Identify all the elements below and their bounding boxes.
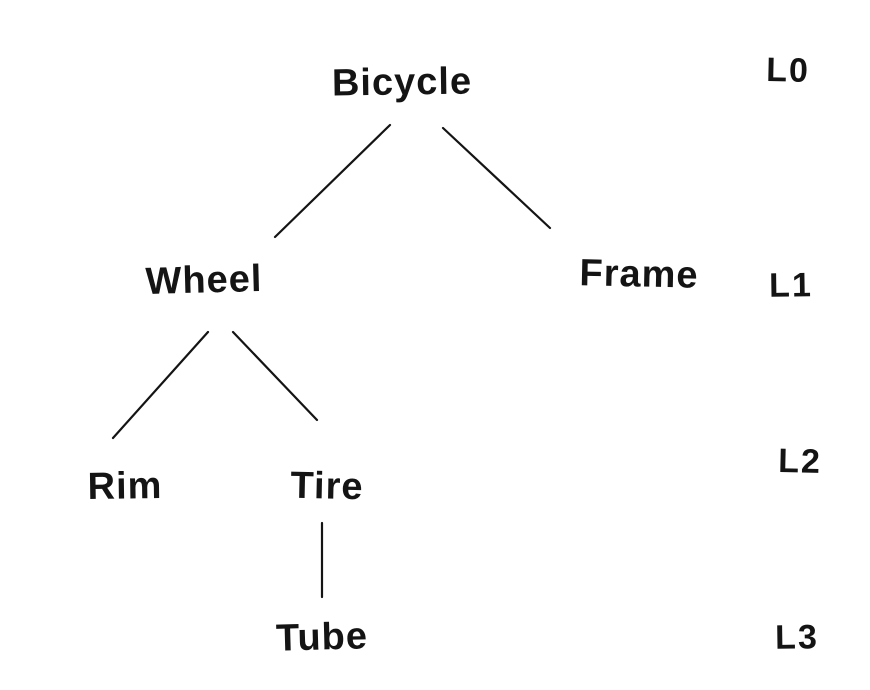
level-label-l2: L2 xyxy=(777,442,823,481)
level-label-l3: L3 xyxy=(774,618,820,657)
node-bicycle: Bicycle xyxy=(331,60,473,105)
node-frame: Frame xyxy=(579,252,699,297)
level-label-l0: L0 xyxy=(765,51,811,90)
edge-bicycle-frame xyxy=(441,126,552,230)
node-tube: Tube xyxy=(275,615,369,660)
node-tire: Tire xyxy=(290,464,364,509)
node-wheel: Wheel xyxy=(145,257,263,304)
edge-bicycle-wheel xyxy=(273,123,392,239)
edge-wheel-rim xyxy=(111,330,210,440)
level-label-l1: L1 xyxy=(768,266,814,305)
node-rim: Rim xyxy=(87,464,163,509)
edge-wheel-tire xyxy=(231,330,319,422)
